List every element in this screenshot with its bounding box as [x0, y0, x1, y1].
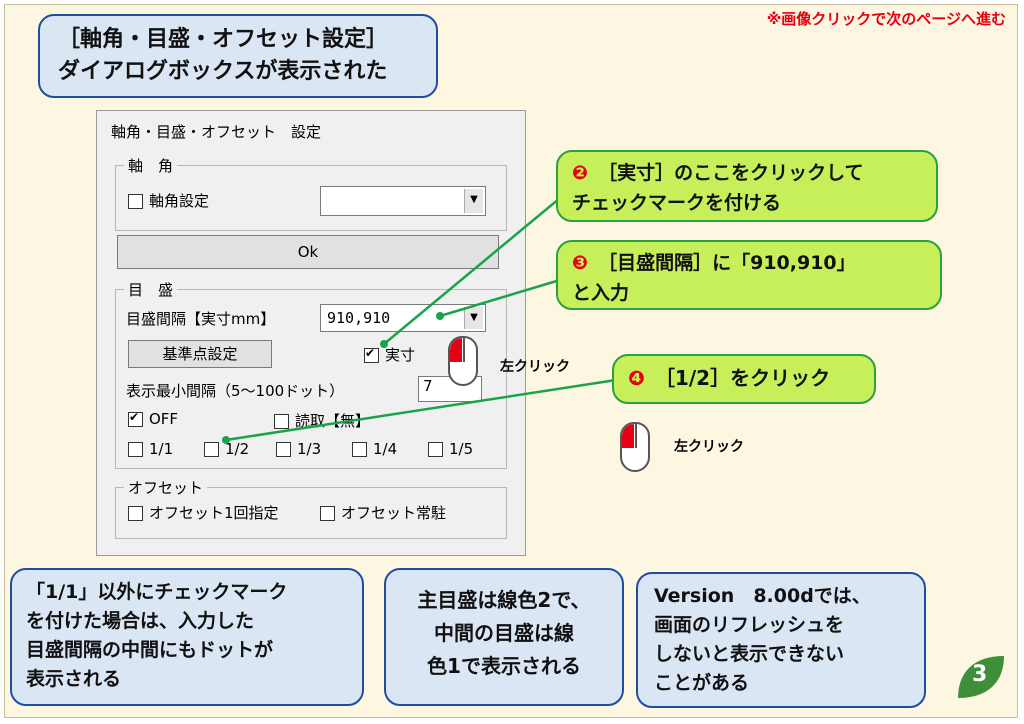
step2-connector — [383, 197, 561, 345]
note3-line: ことがある — [654, 672, 750, 694]
axis-group: 軸 角 軸角設定 ▼ — [115, 155, 507, 231]
step4-number: ❹ — [628, 366, 645, 390]
note1-line: 「1/1」以外にチェックマーク — [26, 581, 288, 603]
base-point-button[interactable]: 基準点設定 — [128, 340, 272, 368]
scale-interval-label: 目盛間隔【実寸mm】 — [126, 310, 276, 328]
fraction-1-4-checkbox[interactable]: 1/4 — [352, 440, 397, 458]
step2-line-1: ［実寸］のここをクリックして — [598, 162, 864, 184]
offset-group: オフセット オフセット1回指定 オフセット常駐 — [115, 477, 507, 539]
offset-group-label: オフセット — [124, 477, 208, 498]
ok-button[interactable]: Ok — [117, 235, 499, 269]
step4-connector-dot — [222, 436, 230, 444]
offset-once-checkbox[interactable]: オフセット1回指定 — [128, 502, 279, 523]
step3-line-2: と入力 — [572, 282, 630, 304]
fraction-label: 1/2 — [225, 440, 250, 458]
step3-line-1: ［目盛間隔］に「910,910」 — [598, 252, 856, 274]
checkbox-icon — [352, 442, 367, 457]
checkbox-icon — [128, 506, 143, 521]
checkbox-checked-icon — [364, 346, 379, 363]
offset-resident-checkbox[interactable]: オフセット常駐 — [320, 502, 446, 523]
fraction-1-5-checkbox[interactable]: 1/5 — [428, 440, 473, 458]
off-checkbox[interactable]: OFF — [128, 410, 178, 428]
dropdown-arrow-icon: ▼ — [464, 307, 483, 329]
note2-line: 主目盛は線色2で、 — [417, 588, 591, 612]
actual-size-checkbox[interactable]: 実寸 — [364, 344, 415, 365]
offset-resident-label: オフセット常駐 — [341, 504, 447, 522]
step2-line-2: チェックマークを付ける — [572, 192, 782, 214]
step4-callout: ❹ ［1/2］をクリック — [612, 354, 876, 404]
dialog-title: 軸角・目盛・オフセット 設定 — [111, 123, 322, 141]
note3-line: しないと表示できない — [654, 643, 845, 665]
note3-line: 画面のリフレッシュを — [654, 614, 845, 636]
fraction-label: 1/1 — [149, 440, 174, 458]
step2-callout: ❷ ［実寸］のここをクリックして チェックマークを付ける — [556, 150, 938, 222]
min-interval-value: 7 — [423, 377, 433, 395]
off-label: OFF — [149, 410, 179, 428]
checkbox-icon — [128, 194, 143, 209]
page-number: 3 — [972, 662, 988, 687]
step4-connector — [225, 378, 617, 442]
scale-group-label: 目 盛 — [124, 279, 178, 300]
note-box-2: 主目盛は線色2で、 中間の目盛は線 色1で表示される — [384, 568, 624, 706]
fraction-label: 1/3 — [297, 440, 322, 458]
checkbox-icon — [204, 442, 219, 457]
axis-setting-label: 軸角設定 — [149, 192, 210, 210]
dropdown-arrow-icon: ▼ — [464, 189, 483, 213]
checkbox-icon — [320, 506, 335, 521]
note1-line: 表示される — [26, 668, 122, 690]
step3-number: ❸ — [572, 252, 589, 274]
title-callout: ［軸角・目盛・オフセット設定］ ダイアログボックスが表示された — [38, 14, 438, 98]
step2-connector-dot — [380, 340, 388, 348]
min-interval-label: 表示最小間隔（5〜100ドット） — [126, 382, 345, 400]
note1-line: を付けた場合は、入力した — [26, 610, 255, 632]
checkbox-icon — [128, 442, 143, 457]
title-line-2: ダイアログボックスが表示された — [58, 59, 388, 84]
axis-group-label: 軸 角 — [124, 155, 178, 176]
checkbox-icon — [276, 442, 291, 457]
checkbox-icon — [274, 414, 289, 429]
checkbox-checked-icon — [128, 410, 143, 427]
mouse-left-click-icon — [448, 336, 478, 386]
offset-once-label: オフセット1回指定 — [149, 504, 279, 522]
step3-connector — [439, 278, 561, 318]
fraction-label: 1/5 — [449, 440, 474, 458]
title-line-1: ［軸角・目盛・オフセット設定］ — [58, 27, 389, 52]
settings-dialog: 軸角・目盛・オフセット 設定 軸 角 軸角設定 ▼ Ok 目 盛 目盛間隔【実寸… — [96, 110, 526, 556]
axis-setting-checkbox[interactable]: 軸角設定 — [128, 190, 209, 211]
fraction-1-1-checkbox[interactable]: 1/1 — [128, 440, 173, 458]
note3-line: Version 8.00dでは、 — [654, 585, 871, 607]
fraction-1-2-checkbox[interactable]: 1/2 — [204, 440, 249, 458]
mouse-left-click-icon — [620, 422, 650, 472]
note1-line: 目盛間隔の中間にもドットが — [26, 639, 274, 661]
left-click-label-1: 左クリック — [500, 359, 570, 375]
actual-size-label: 実寸 — [385, 346, 416, 364]
step3-connector-dot — [436, 312, 444, 320]
leaf-icon — [958, 656, 1004, 698]
note2-line: 中間の目盛は線 — [434, 621, 574, 645]
note-box-3: Version 8.00dでは、 画面のリフレッシュを しないと表示できない こ… — [636, 572, 926, 708]
scale-interval-value[interactable]: 910,910 — [327, 309, 391, 327]
step2-number: ❷ — [572, 162, 589, 184]
next-page-note: ※画像クリックで次のページへ進む — [766, 10, 1006, 28]
checkbox-icon — [428, 442, 443, 457]
step3-callout: ❸ ［目盛間隔］に「910,910」 と入力 — [556, 240, 942, 310]
axis-angle-combo[interactable]: ▼ — [320, 186, 486, 216]
scale-group: 目 盛 目盛間隔【実寸mm】 910,910 ▼ 基準点設定 実寸 表示最小間隔… — [115, 279, 507, 469]
step4-text: ［1/2］をクリック — [654, 366, 831, 390]
note2-line: 色1で表示される — [427, 654, 581, 678]
fraction-label: 1/4 — [373, 440, 398, 458]
note-box-1: 「1/1」以外にチェックマーク を付けた場合は、入力した 目盛間隔の中間にもドッ… — [10, 568, 364, 706]
fraction-1-3-checkbox[interactable]: 1/3 — [276, 440, 321, 458]
left-click-label-2: 左クリック — [674, 439, 744, 455]
